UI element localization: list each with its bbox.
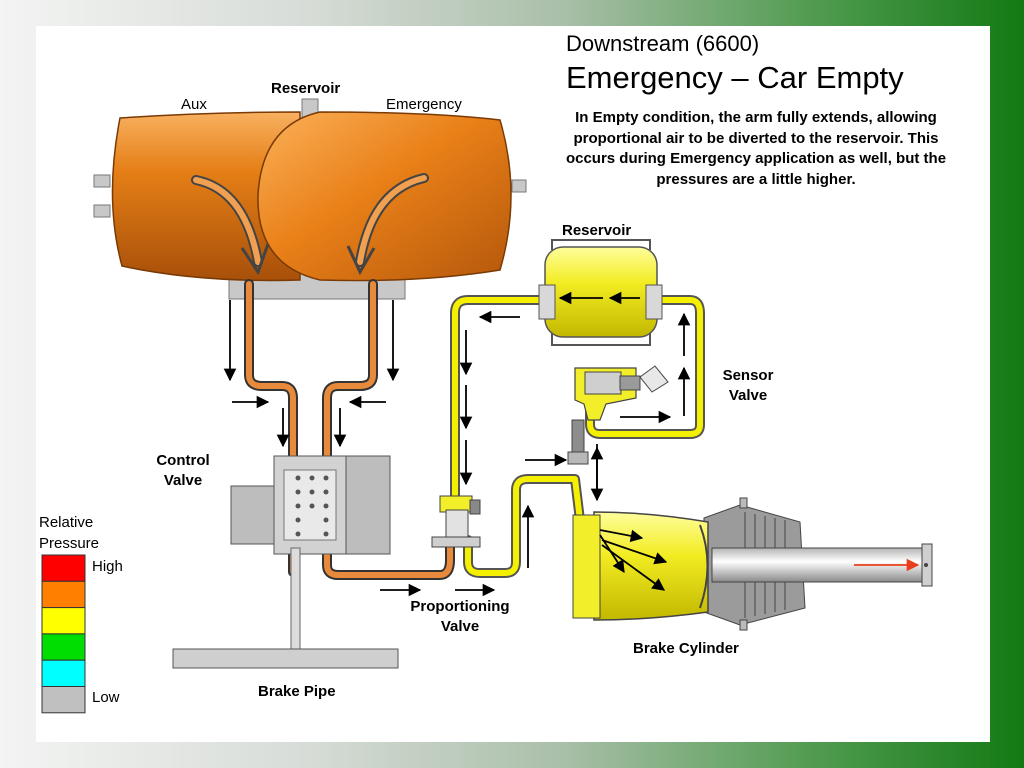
- control-valve-body: [230, 455, 391, 555]
- legend-swatch: [41, 659, 86, 688]
- page-subtitle: Downstream (6600): [566, 31, 760, 56]
- small-reservoir: [538, 239, 663, 346]
- proportioning-valve-label: Proportioning Valve: [410, 598, 510, 635]
- legend-swatch: [41, 633, 86, 661]
- brake-cylinder-label: Brake Cylinder: [633, 640, 739, 657]
- pressure-legend: [41, 554, 86, 714]
- yellow-pipes: [450, 295, 705, 578]
- sensor-valve-label: Sensor Valve: [722, 367, 774, 404]
- reservoir-label: Reservoir: [271, 80, 341, 97]
- legend-swatch: [41, 554, 86, 582]
- legend-low-label: Low: [92, 689, 120, 706]
- aux-label: Aux: [181, 96, 207, 113]
- brake-pipe-label: Brake Pipe: [258, 683, 336, 700]
- page-title: Emergency – Car Empty: [566, 60, 904, 95]
- emergency-label: Emergency: [386, 96, 462, 113]
- legend-swatch: [41, 607, 86, 635]
- sensor-valve-body: [567, 365, 669, 465]
- dual-reservoir: [93, 98, 527, 300]
- control-valve-label: Control Valve: [156, 452, 210, 489]
- legend-swatch: [41, 686, 86, 714]
- brake-pipe: [172, 547, 399, 669]
- legend-high-label: High: [92, 558, 123, 575]
- description-text: In Empty condition, the arm fully extend…: [565, 109, 947, 188]
- legend-swatch: [41, 580, 86, 609]
- small-reservoir-label: Reservoir: [562, 222, 632, 239]
- legend-title: Relative Pressure: [39, 514, 100, 552]
- proportioning-valve-body: [431, 495, 481, 548]
- brake-cylinder-body: [572, 497, 933, 631]
